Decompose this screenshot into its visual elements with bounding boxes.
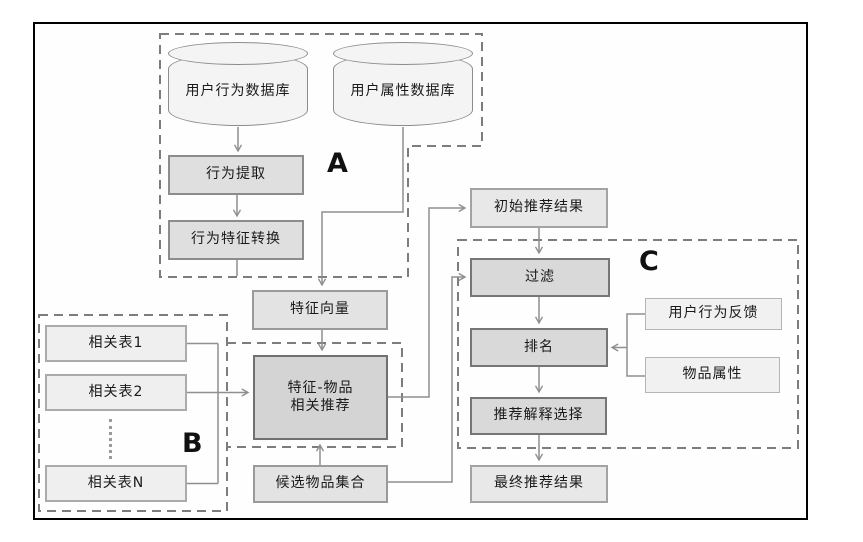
item-attributes-box: 物品属性 (645, 357, 780, 393)
filter-box: 过滤 (470, 258, 610, 297)
group-a-label: A (327, 148, 348, 179)
behavior-extraction-box: 行为提取 (168, 155, 304, 195)
feature-item-rec-label-line2: 相关推荐 (290, 397, 351, 414)
user-behavior-feedback-box: 用户行为反馈 (645, 298, 782, 330)
feature-item-rec-label-line1: 特征-物品 (287, 380, 354, 396)
final-rec-results-box: 最终推荐结果 (470, 465, 608, 503)
table-ellipsis-icon (109, 419, 112, 459)
feature-item-rec-box: 特征-物品 相关推荐 (253, 355, 388, 440)
related-table-n-box: 相关表N (45, 465, 187, 502)
candidate-item-set-box: 候选物品集合 (253, 465, 388, 503)
group-b-label: B (182, 428, 203, 459)
user-attribute-db-cylinder: 用户属性数据库 (333, 42, 473, 126)
user-attribute-db-label: 用户属性数据库 (350, 83, 456, 99)
ranking-box: 排名 (470, 328, 608, 367)
behavior-feature-conversion-box: 行为特征转换 (168, 220, 304, 260)
related-table-1-box: 相关表1 (45, 325, 187, 362)
feature-vector-box: 特征向量 (252, 290, 388, 330)
group-c-label: C (639, 246, 659, 277)
related-table-2-box: 相关表2 (45, 374, 187, 411)
initial-rec-results-box: 初始推荐结果 (470, 188, 608, 228)
rec-explanation-selection-box: 推荐解释选择 (470, 397, 607, 435)
user-behavior-db-label: 用户行为数据库 (185, 83, 291, 99)
user-behavior-db-cylinder: 用户行为数据库 (168, 42, 308, 126)
cylinder-body (333, 53, 473, 126)
cylinder-top-ellipse (168, 42, 308, 65)
cylinder-body (168, 53, 308, 126)
cylinder-top-ellipse (333, 42, 473, 65)
